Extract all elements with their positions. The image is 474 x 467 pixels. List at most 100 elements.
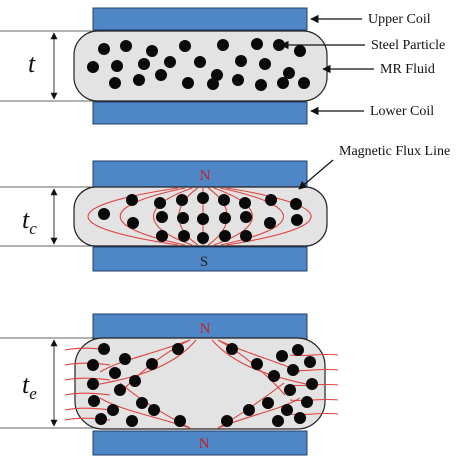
lower-coil — [92, 430, 308, 456]
steel-particle — [240, 230, 252, 242]
north-pole-label: N — [200, 168, 211, 184]
steel-particle — [255, 79, 267, 91]
lower-coil — [92, 101, 308, 125]
steel-particle-group — [98, 192, 303, 244]
magnetic-flux-line — [64, 377, 111, 381]
steel-particle — [265, 194, 277, 206]
steel-particle — [182, 77, 194, 89]
steel-particle — [194, 56, 206, 68]
steel-particle — [154, 197, 166, 209]
thickness-label-t: t — [28, 49, 36, 78]
magnetic-flux-line — [211, 339, 311, 386]
steel-particle — [127, 217, 139, 229]
steel-particle — [277, 77, 289, 89]
panel-compressed: N S tc Magnetic Flux Line — [0, 144, 450, 272]
magnetic-flux-line — [226, 187, 312, 246]
steel-particle — [197, 232, 209, 244]
steel-particle — [251, 358, 263, 370]
steel-particle — [87, 378, 99, 390]
steel-particle — [155, 69, 167, 81]
magnetic-flux-line — [64, 392, 111, 396]
south-pole-label: S — [200, 254, 208, 270]
steel-particle — [133, 74, 145, 86]
steel-particle — [138, 58, 150, 70]
steel-particle — [88, 395, 100, 407]
steel-particle — [98, 208, 110, 220]
steel-particle — [87, 359, 99, 371]
steel-particle — [177, 212, 189, 224]
steel-particle — [178, 230, 190, 242]
panel-elongated: N N te — [0, 313, 339, 456]
steel-particle — [259, 58, 271, 70]
thickness-label-te: te — [22, 370, 37, 403]
steel-particle — [217, 39, 229, 51]
steel-particle — [156, 230, 168, 242]
magnetic-flux-line — [153, 187, 193, 246]
magnetic-flux-line — [289, 353, 339, 357]
steel-particle — [221, 415, 233, 427]
upper-coil — [92, 7, 308, 31]
steel-particle — [107, 404, 119, 416]
steel-particle — [109, 77, 121, 89]
steel-particle — [276, 350, 288, 362]
magnetic-flux-line — [289, 412, 339, 416]
steel-particle — [197, 213, 209, 225]
steel-particle — [283, 67, 295, 79]
steel-particle — [109, 367, 121, 379]
steel-particle — [298, 77, 310, 89]
lower-coil — [92, 246, 308, 272]
steel-particle — [211, 69, 223, 81]
steel-particle — [164, 56, 176, 68]
steel-particle — [306, 378, 318, 390]
steel-particle — [179, 40, 191, 52]
steel-particle — [114, 384, 126, 396]
steel-particle — [218, 194, 230, 206]
steel-particle — [156, 211, 168, 223]
steel-particle — [239, 197, 251, 209]
steel-particle — [129, 375, 141, 387]
thickness-label-tc: tc — [22, 205, 37, 238]
steel-particle — [146, 358, 158, 370]
north-pole-label-lower: N — [199, 436, 210, 452]
steel-particle — [119, 353, 131, 365]
steel-particle — [111, 60, 123, 72]
upper-coil-label: Upper Coil — [368, 12, 431, 27]
north-pole-label-upper: N — [200, 321, 211, 337]
magnetic-flux-line-group — [87, 187, 312, 246]
steel-particle — [172, 343, 184, 355]
steel-particle — [287, 364, 299, 376]
steel-particle — [207, 78, 219, 90]
lower-coil-label: Lower Coil — [370, 104, 434, 119]
steel-particle-group — [87, 343, 318, 427]
steel-particle — [146, 45, 158, 57]
steel-particle — [219, 230, 231, 242]
steel-particle — [251, 38, 263, 50]
steel-particle — [126, 194, 138, 206]
steel-particle — [219, 212, 231, 224]
steel-particle — [126, 415, 138, 427]
magnetic-flux-line — [289, 398, 339, 402]
magnetic-flux-line — [87, 187, 179, 246]
steel-particle — [197, 192, 209, 204]
steel-particle — [304, 356, 316, 368]
steel-particle — [95, 413, 107, 425]
steel-particle — [301, 396, 313, 408]
steel-particle — [148, 404, 160, 416]
steel-particle — [98, 43, 110, 55]
steel-particle — [281, 404, 293, 416]
upper-coil — [92, 313, 308, 340]
steel-particle — [294, 412, 306, 424]
steel-particle — [87, 61, 99, 73]
steel-particle — [291, 214, 303, 226]
steel-particle — [226, 343, 238, 355]
steel-particle — [294, 45, 306, 57]
steel-particle — [120, 40, 132, 52]
steel-particle — [174, 415, 186, 427]
steel-particle — [264, 217, 276, 229]
steel-particle — [98, 343, 110, 355]
magnetic-flux-line-leader — [298, 159, 334, 190]
steel-particle — [176, 194, 188, 206]
steel-particle — [292, 344, 304, 356]
steel-particle — [268, 370, 280, 382]
